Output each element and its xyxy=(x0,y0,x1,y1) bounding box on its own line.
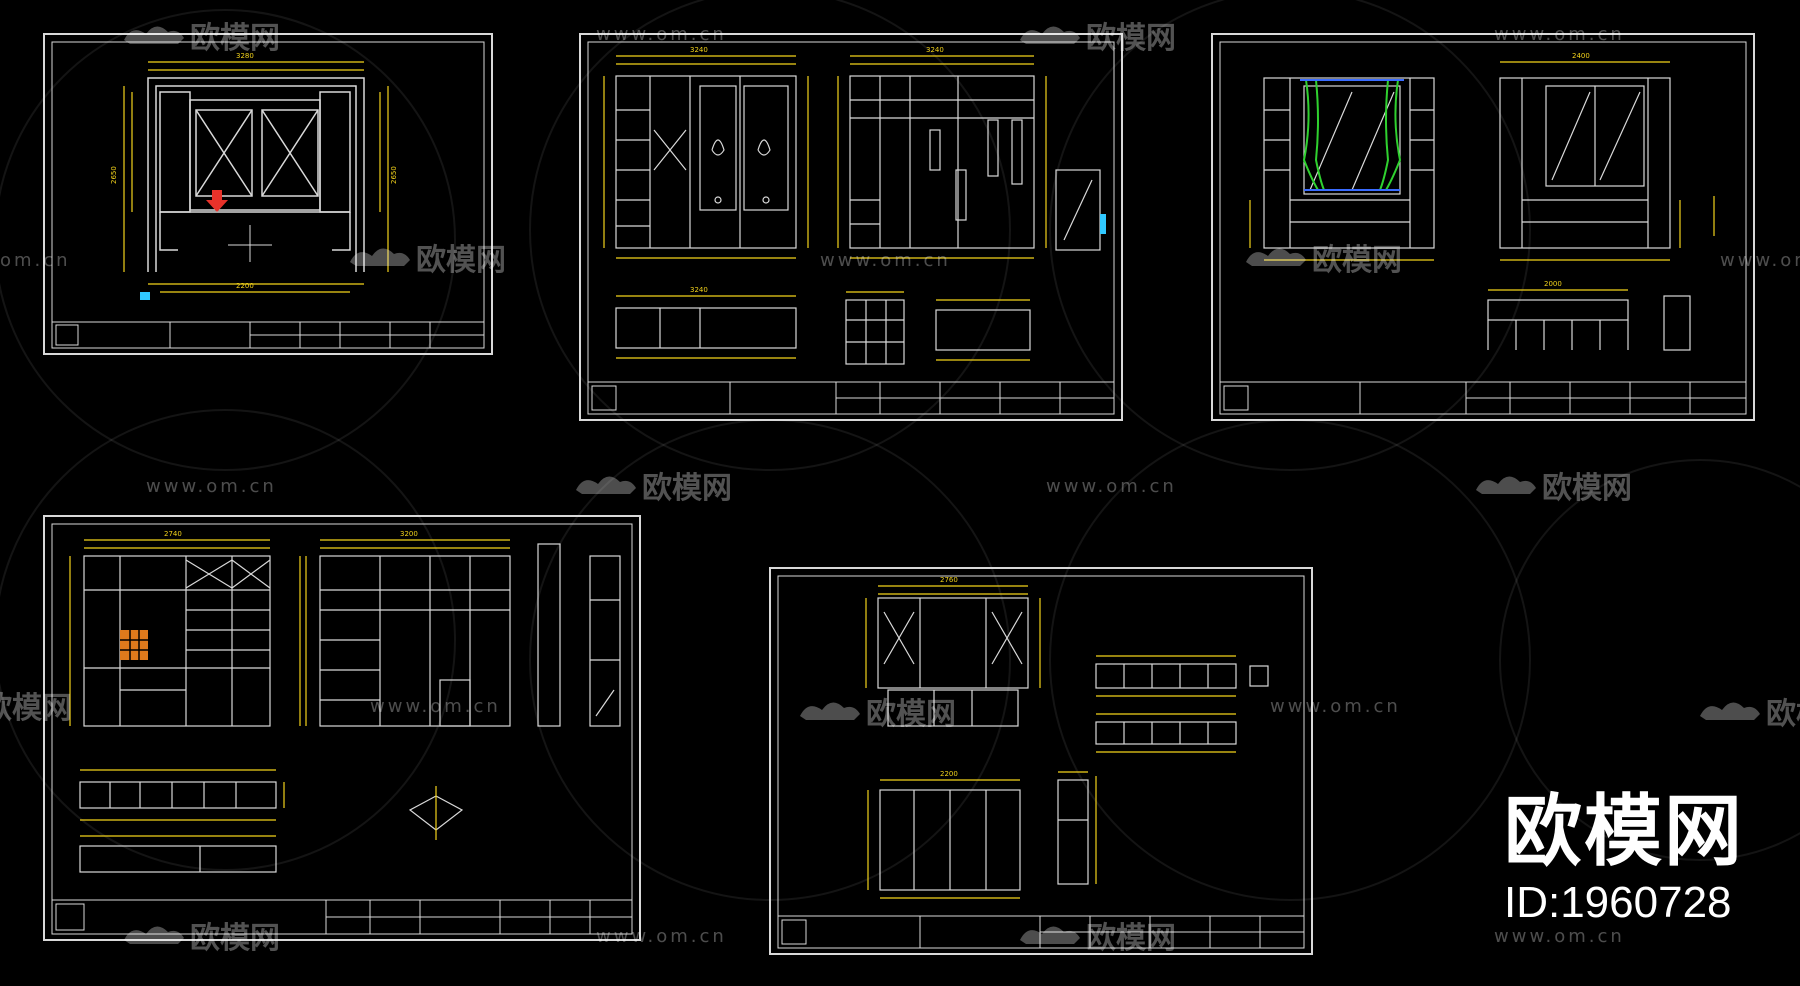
watermark-url-11: www.om.cn xyxy=(1494,926,1625,947)
svg-text:3240: 3240 xyxy=(926,46,944,54)
watermark-url-6: www.om.cn xyxy=(146,476,277,497)
svg-text:2400: 2400 xyxy=(1572,52,1590,60)
corner-brand: 欧模网 ID:1960728 xyxy=(1504,793,1744,930)
svg-text:3240: 3240 xyxy=(690,286,708,294)
svg-text:欧模网: 欧模网 xyxy=(1766,697,1800,732)
brand-name: 欧模网 xyxy=(1503,787,1744,878)
svg-text:欧模网: 欧模网 xyxy=(1542,471,1632,506)
svg-text:2200: 2200 xyxy=(940,770,958,778)
watermark-urls: www.om.cn www.om.cn om.cn www.om.cn www.… xyxy=(0,24,1800,947)
watermark-url-8: www.om.cn xyxy=(370,696,501,717)
svg-text:欧模网: 欧模网 xyxy=(866,697,956,732)
svg-text:欧模网: 欧模网 xyxy=(1086,921,1176,956)
svg-text:欧模网: 欧模网 xyxy=(642,471,732,506)
watermark-logo-4: 欧模网 xyxy=(1246,243,1402,278)
watermark-logos: 欧模网 欧模网 欧模网 欧模网 欧模网 欧模网 欧模网 欧模网 xyxy=(0,21,1800,956)
svg-text:欧模网: 欧模网 xyxy=(190,21,280,56)
drawing-sheet-5: 2760 2200 xyxy=(769,567,1313,955)
svg-text:3200: 3200 xyxy=(400,530,418,538)
watermark-url-3: om.cn xyxy=(0,250,71,271)
svg-text:2200: 2200 xyxy=(236,282,254,290)
watermark-url-10: www.om.cn xyxy=(596,926,727,947)
watermark-logo-2: 欧模网 xyxy=(1020,21,1176,56)
drawing-sheet-1: 3280 2200 2650 2650 xyxy=(43,33,493,355)
svg-text:3240: 3240 xyxy=(690,46,708,54)
watermark-url-9: www.om.cn xyxy=(1270,696,1401,717)
drawing-sheet-2: 3240 3240 3240 xyxy=(579,33,1123,421)
svg-text:2760: 2760 xyxy=(940,576,958,584)
watermark-url-2: www.om.cn xyxy=(1494,24,1625,45)
svg-text:2000: 2000 xyxy=(1544,280,1562,288)
watermark-logo-7: 欧模网 xyxy=(0,691,72,726)
watermark-logo-1: 欧模网 xyxy=(124,21,280,56)
svg-text:欧模网: 欧模网 xyxy=(416,243,506,278)
svg-text:欧模网: 欧模网 xyxy=(190,921,280,956)
watermark-url-4: www.om.cn xyxy=(820,250,951,271)
svg-text:2650: 2650 xyxy=(390,166,398,184)
watermark-logo-11: 欧模网 xyxy=(1020,921,1176,956)
drawing-sheet-4: 2740 3200 xyxy=(43,515,641,941)
svg-text:欧模网: 欧模网 xyxy=(1086,21,1176,56)
svg-text:欧模网: 欧模网 xyxy=(1312,243,1402,278)
model-id: ID:1960728 xyxy=(1503,878,1732,928)
watermark-logo-10: 欧模网 xyxy=(124,921,280,956)
watermark-logo-8: 欧模网 xyxy=(800,697,956,732)
watermark-logo-3: 欧模网 xyxy=(350,243,506,278)
svg-text:2740: 2740 xyxy=(164,530,182,538)
svg-text:2650: 2650 xyxy=(110,166,118,184)
watermark-url-5: www.om.cn xyxy=(1720,250,1800,271)
watermark-url-1: www.om.cn xyxy=(596,24,727,45)
watermark-logo-9: 欧模网 xyxy=(1700,697,1800,732)
watermark-url-7: www.om.cn xyxy=(1046,476,1177,497)
svg-text:欧模网: 欧模网 xyxy=(0,691,72,726)
svg-text:3280: 3280 xyxy=(236,52,254,60)
drawing-sheet-3: 2400 2000 xyxy=(1211,33,1755,421)
watermark-logo-6: 欧模网 xyxy=(1476,471,1632,506)
watermark-circles xyxy=(0,0,1800,901)
watermark-logo-5: 欧模网 xyxy=(576,471,732,506)
